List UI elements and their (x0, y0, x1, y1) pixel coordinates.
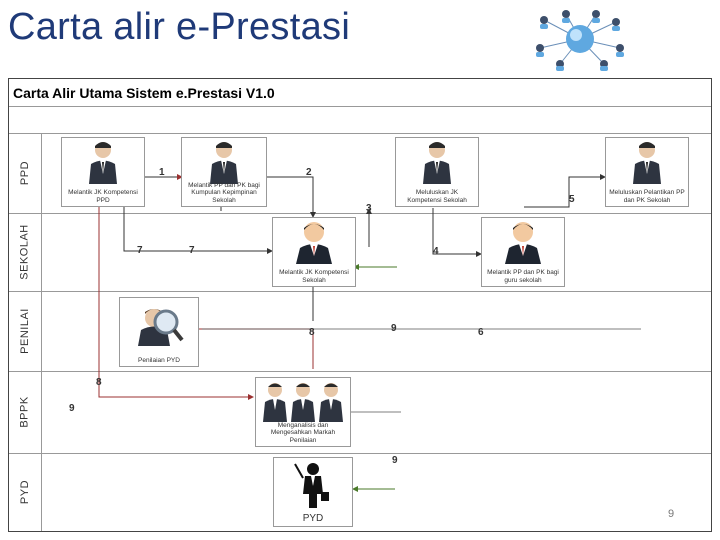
divider (9, 291, 711, 292)
node-meluluskan-jk-sekolah: Meluluskan JK Kompetensi Sekolah (395, 137, 479, 207)
officer-icon (633, 142, 661, 184)
step-label: 6 (478, 327, 484, 338)
step-label: 7 (189, 245, 195, 256)
evaluator-magnifier-icon (138, 309, 184, 346)
step-label: 9 (69, 403, 75, 414)
node-meluluskan-pelantikan-pp-pk: Meluluskan Pelantikan PP dan PK Sekolah (605, 137, 689, 207)
node-melantik-pp-pk-guru: Melantik PP dan PK bagi guru sekolah (481, 217, 565, 287)
manager-icon (505, 222, 541, 264)
flowchart-heading: Carta Alir Utama Sistem e.Prestasi V1.0 (13, 85, 275, 101)
manager-icon (296, 222, 332, 264)
lane-label-column (41, 133, 42, 531)
step-label: 4 (433, 246, 439, 257)
step-label: 9 (391, 323, 397, 334)
page-number: 9 (668, 508, 675, 520)
divider (9, 453, 711, 454)
divider (9, 371, 711, 372)
node-melantik-pp-pk-kepimpinan: Melantik PP dan PK bagi Kumpulan Kepimpi… (181, 137, 267, 207)
node-pyd: PYD (273, 457, 353, 527)
step-label: 2 (306, 167, 312, 178)
node-menganalisis-markah: Menganalisis dan Mengesahkan Markah Peni… (255, 377, 351, 447)
officer-icon (89, 142, 117, 184)
step-label: 3 (366, 203, 372, 214)
step-label: 8 (309, 327, 315, 338)
network-globe-icon (536, 10, 624, 71)
step-label: 8 (96, 377, 102, 388)
team-icon (263, 383, 343, 422)
step-label: 9 (392, 455, 398, 466)
step-label: 1 (159, 167, 165, 178)
node-melantik-jk-sekolah: Melantik JK Kompetensi Sekolah (272, 217, 356, 287)
flowchart: Carta Alir Utama Sistem e.Prestasi V1.0 … (8, 78, 712, 532)
flow-connectors (98, 174, 641, 492)
step-label: 7 (137, 245, 143, 256)
node-penilaian-pyd: Penilaian PYD (119, 297, 199, 367)
step-label: 5 (569, 194, 575, 205)
divider (9, 213, 711, 214)
node-melantik-jk-ppd: Melantik JK Kompetensi PPD (61, 137, 145, 207)
officer-icon (210, 142, 238, 184)
divider (9, 133, 711, 134)
divider (9, 106, 711, 107)
presenter-icon (294, 463, 329, 508)
officer-icon (423, 142, 451, 184)
slide-title: Carta alir e-Prestasi (8, 6, 351, 48)
